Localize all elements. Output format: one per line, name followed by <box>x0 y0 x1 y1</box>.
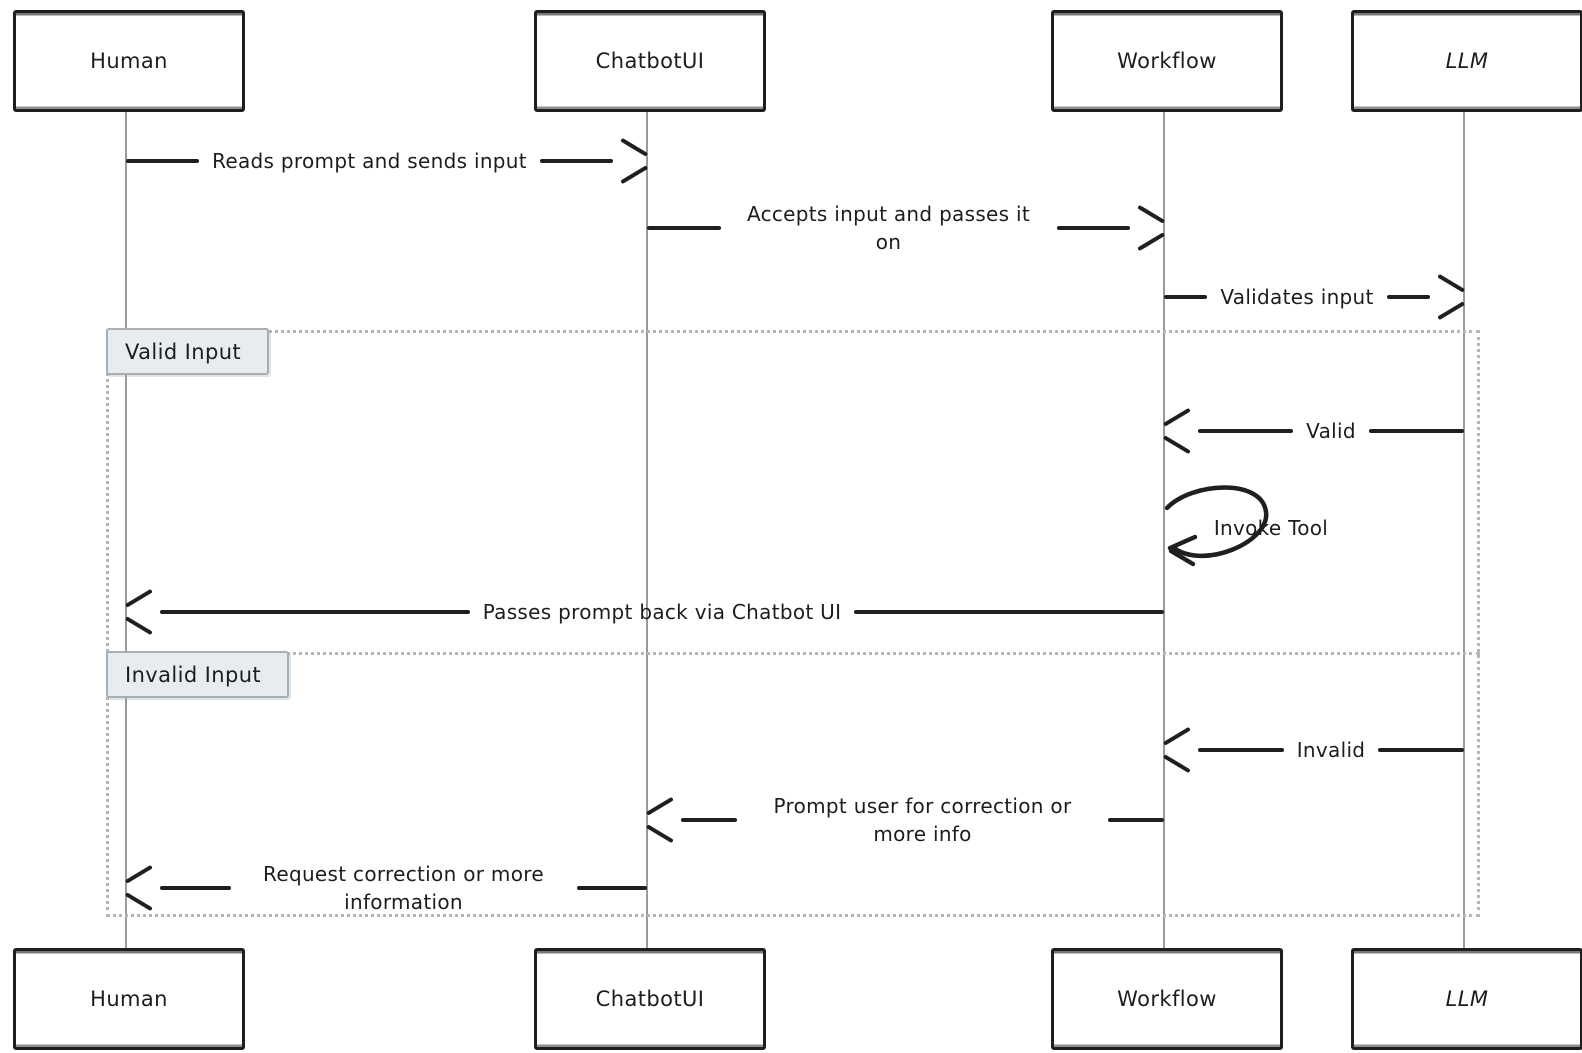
arrow-shaft <box>647 226 721 230</box>
arrowhead-left-icon <box>1164 415 1198 447</box>
message-prompt-user-correction: Prompt user for correction or more info <box>647 788 1164 852</box>
arrowhead-left-icon <box>647 804 681 836</box>
actor-workflow-top: Workflow <box>1051 10 1283 112</box>
arrowhead-right-icon <box>1130 212 1164 244</box>
message-label: Reads prompt and sends input <box>212 149 527 173</box>
arrow-shaft <box>126 159 200 163</box>
arrow-shaft <box>1198 748 1284 752</box>
arrowhead-left-icon <box>1164 734 1198 766</box>
actor-human-label: Human <box>90 49 168 73</box>
message-label: Invalid <box>1296 738 1366 762</box>
arrow-shaft <box>160 886 231 890</box>
actor-llm-top: LLM <box>1351 10 1582 112</box>
message-label: Accepts input and passes it on <box>746 202 1031 254</box>
arrow-shaft <box>160 610 470 614</box>
actor-llm-bottom: LLM <box>1351 948 1582 1050</box>
arrow-shaft <box>1368 429 1465 433</box>
actor-workflow-bottom: Workflow <box>1051 948 1283 1050</box>
arrow-shaft <box>1378 748 1465 752</box>
arrowhead-left-icon <box>126 596 160 628</box>
message-validates-input: Validates input <box>1164 281 1464 313</box>
message-request-correction: Request correction or more information <box>126 856 647 920</box>
lifeline-human <box>125 106 127 948</box>
alt-frame <box>106 330 1480 917</box>
arrow-shaft <box>1198 429 1294 433</box>
actor-chatbotui-bottom: ChatbotUI <box>534 948 766 1050</box>
actor-chatbotui-label: ChatbotUI <box>595 49 705 73</box>
lifeline-llm <box>1463 106 1465 948</box>
arrow-shaft <box>539 159 614 163</box>
lifeline-workflow <box>1163 106 1165 948</box>
alt-frame-divider <box>106 652 1480 655</box>
arrow-shaft <box>681 818 737 822</box>
message-accepts-input: Accepts input and passes it on <box>647 196 1164 260</box>
frame-label-invalid-input: Invalid Input <box>106 651 290 698</box>
actor-human-label-bottom: Human <box>90 987 168 1011</box>
arrowhead-right-icon <box>1430 281 1464 313</box>
frame-label-valid-text: Valid Input <box>125 339 242 364</box>
actor-chatbotui-label-bottom: ChatbotUI <box>595 987 705 1011</box>
self-loop-arrow <box>1164 485 1269 567</box>
arrow-shaft <box>1108 818 1164 822</box>
message-invalid: Invalid <box>1164 734 1465 766</box>
actor-workflow-label-bottom: Workflow <box>1117 987 1217 1011</box>
self-loop-label: Invoke Tool <box>1213 516 1329 540</box>
lifeline-chatbotui <box>646 106 648 948</box>
message-valid: Valid <box>1164 415 1465 447</box>
actor-human-bottom: Human <box>13 948 245 1050</box>
actor-llm-label: LLM <box>1445 49 1489 73</box>
message-passes-prompt-back: Passes prompt back via Chatbot UI <box>126 596 1165 628</box>
actor-llm-label-bottom: LLM <box>1445 987 1489 1011</box>
arrow-shaft <box>1164 295 1208 299</box>
self-loop-invoke-tool <box>1162 480 1274 578</box>
actor-workflow-label: Workflow <box>1117 49 1217 73</box>
message-reads-prompt: Reads prompt and sends input <box>126 145 647 177</box>
arrow-shaft <box>854 610 1165 614</box>
message-label: Validates input <box>1220 285 1374 309</box>
arrow-shaft <box>1386 295 1431 299</box>
message-label: Valid <box>1306 419 1356 443</box>
actor-chatbotui-top: ChatbotUI <box>534 10 766 112</box>
message-label: Passes prompt back via Chatbot UI <box>482 600 842 624</box>
arrow-shaft <box>576 886 647 890</box>
actor-human-top: Human <box>13 10 245 112</box>
frame-label-invalid-text: Invalid Input <box>125 662 262 687</box>
arrow-shaft <box>1056 226 1130 230</box>
arrowhead-right-icon <box>613 145 647 177</box>
message-label: Request correction or more information <box>263 862 544 914</box>
message-label: Prompt user for correction or more info <box>773 794 1072 846</box>
frame-label-valid-input: Valid Input <box>106 328 270 375</box>
arrowhead-left-icon <box>126 872 160 904</box>
